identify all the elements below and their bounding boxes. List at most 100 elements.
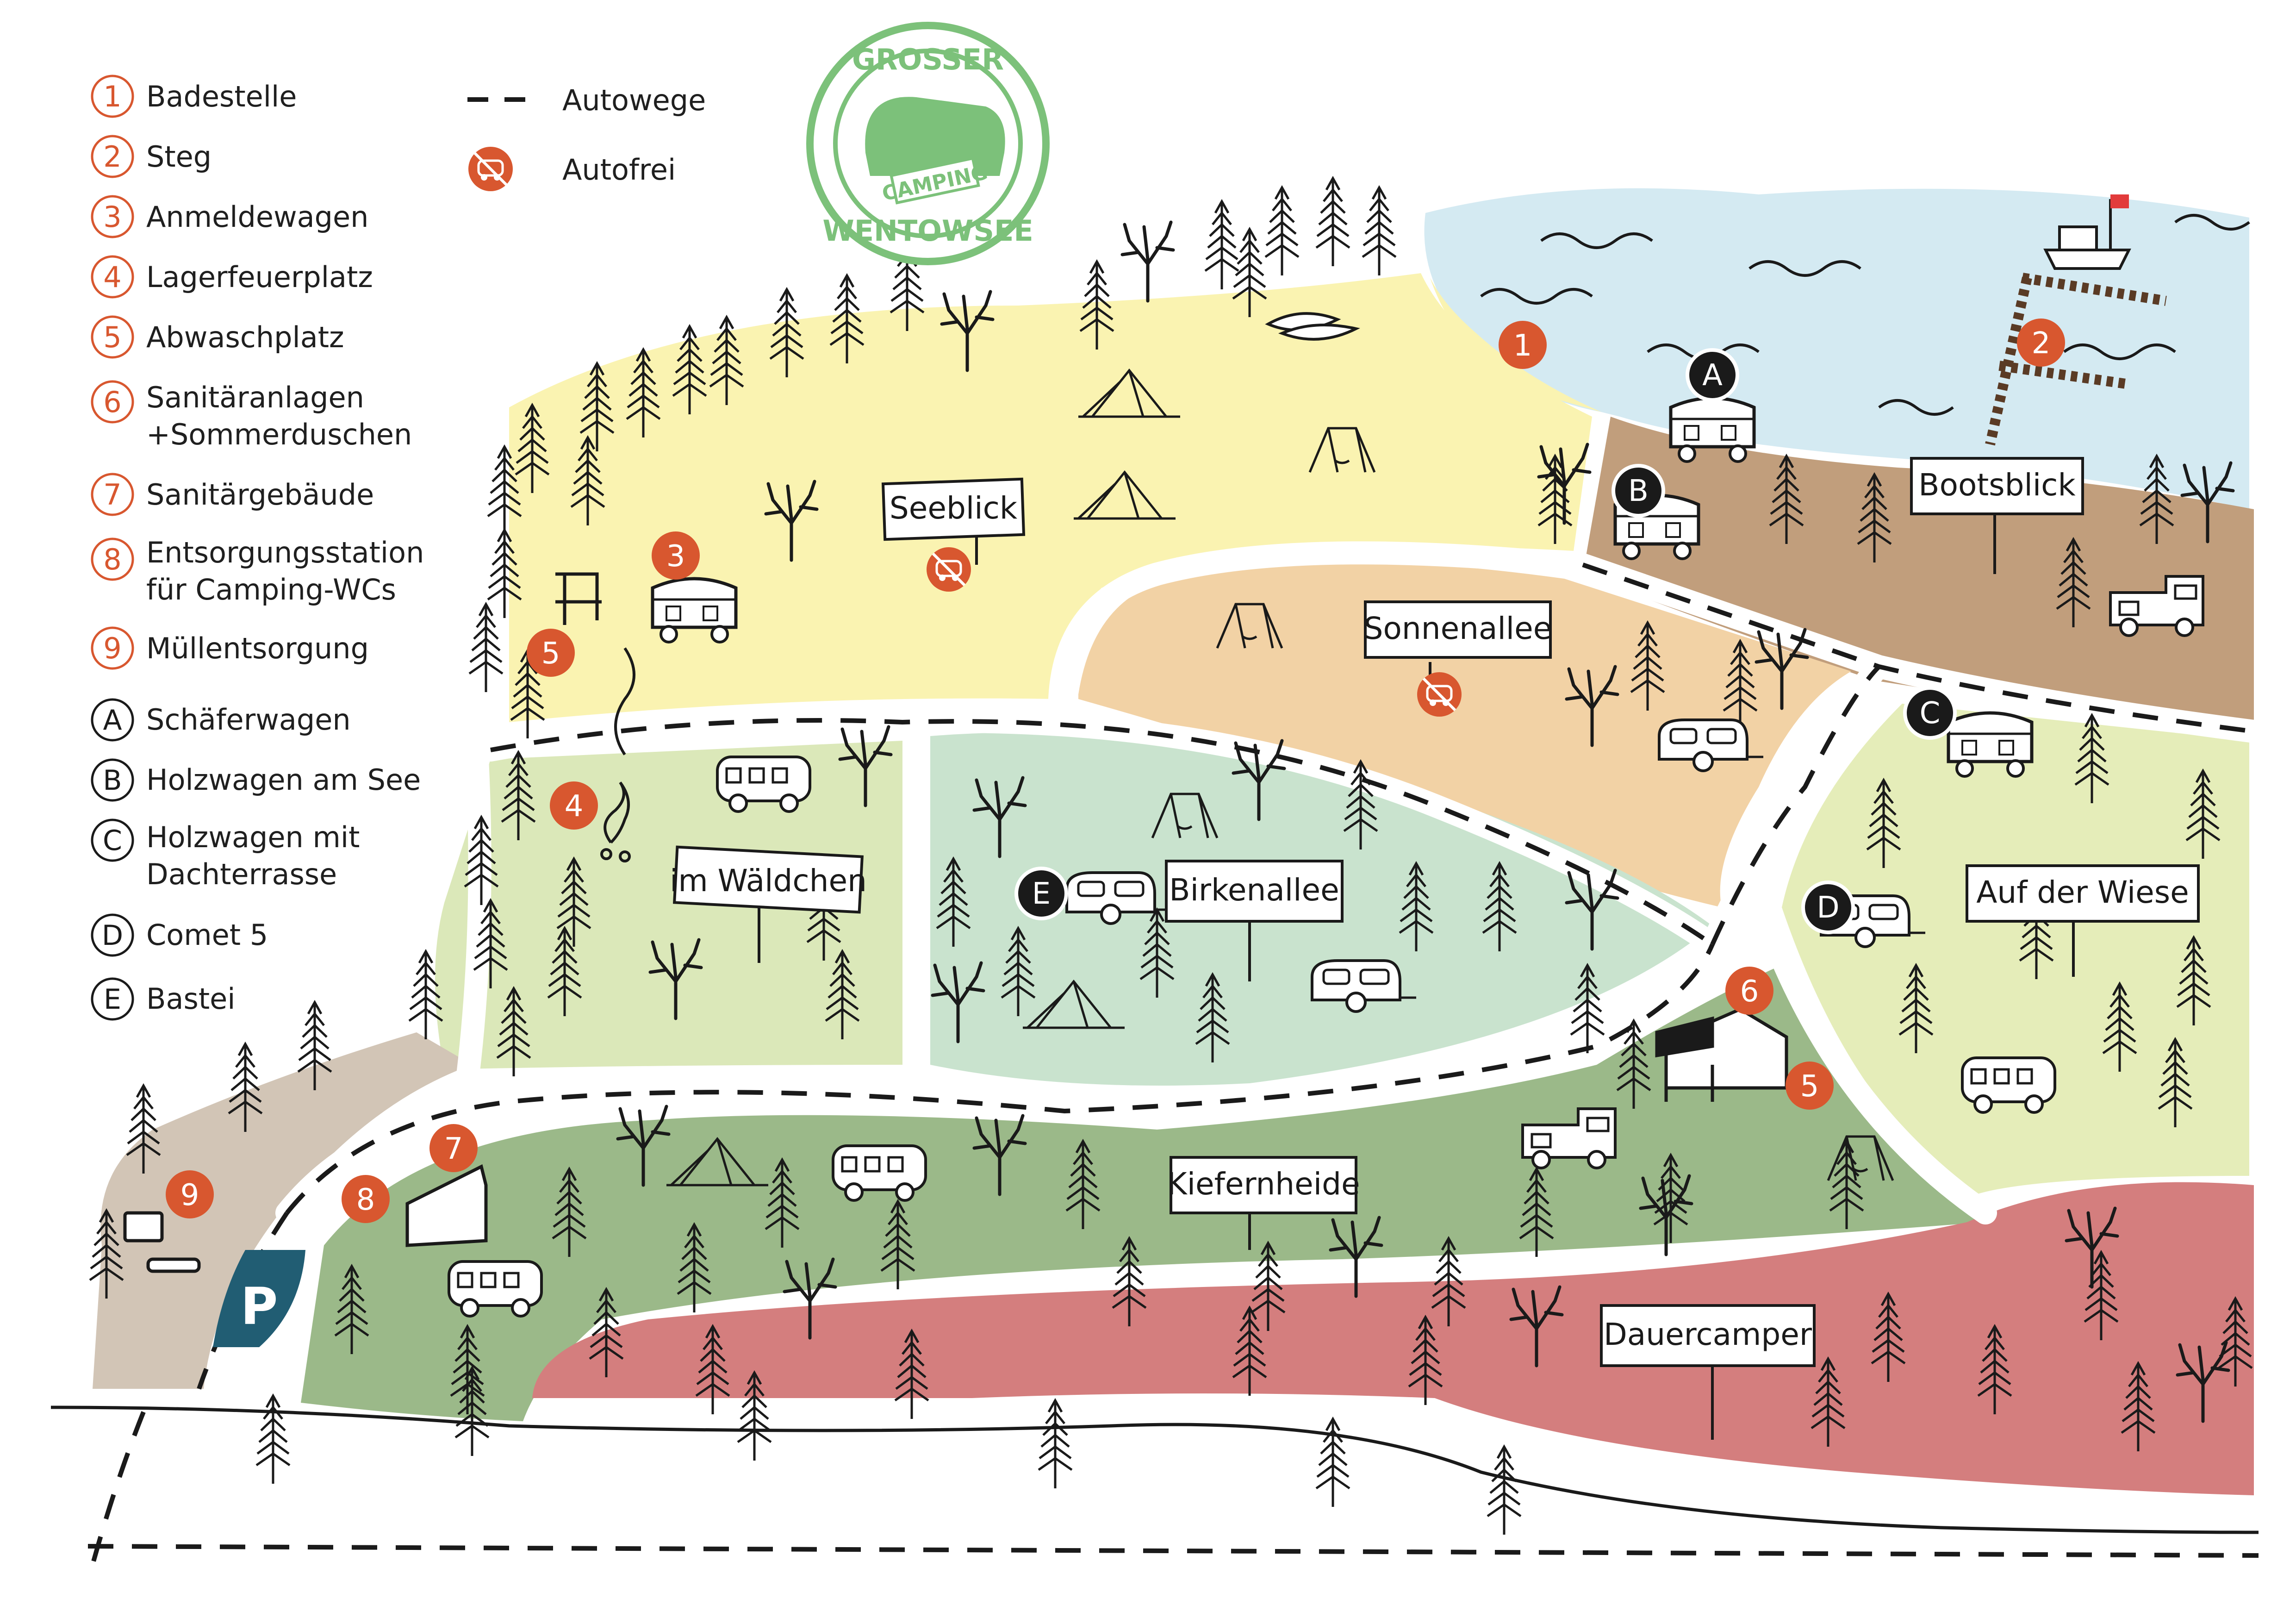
sign-kiefernheide: Kiefernheide bbox=[1167, 1156, 1360, 1250]
svg-text:Holzwagen mit: Holzwagen mit bbox=[146, 820, 360, 854]
svg-text:8: 8 bbox=[356, 1183, 375, 1217]
legend-item-4: 4 Lagerfeuerplatz bbox=[91, 255, 373, 299]
area-kiefernheide bbox=[301, 963, 1985, 1421]
area-im-waeldchen bbox=[435, 741, 902, 1069]
svg-text:Sanitärgebäude: Sanitärgebäude bbox=[146, 478, 374, 512]
svg-text:Holzwagen am See: Holzwagen am See bbox=[146, 763, 421, 797]
sign-im-waeldchen: im Wäldchen bbox=[670, 845, 867, 963]
svg-text:9: 9 bbox=[180, 1178, 199, 1212]
svg-text:E: E bbox=[1032, 877, 1051, 911]
svg-text:5: 5 bbox=[103, 320, 121, 354]
marker-A: A bbox=[1686, 348, 1739, 402]
svg-text:4: 4 bbox=[565, 789, 584, 824]
marker-E: E bbox=[1014, 867, 1068, 920]
sanitary-building-icon bbox=[1655, 1007, 1788, 1102]
svg-text:Birkenallee: Birkenallee bbox=[1169, 872, 1339, 908]
svg-text:Dachterrasse: Dachterrasse bbox=[146, 857, 337, 891]
svg-text:Müllentsorgung: Müllentsorgung bbox=[146, 631, 369, 665]
svg-text:GROSSER: GROSSER bbox=[852, 43, 1004, 76]
legend-item-6: 6 Sanitäranlagen +Sommerduschen bbox=[91, 380, 412, 451]
svg-text:4: 4 bbox=[103, 260, 121, 294]
legend-carfree: Autofrei bbox=[468, 147, 676, 191]
svg-text:Badestelle: Badestelle bbox=[146, 80, 297, 113]
svg-text:Abwaschplatz: Abwaschplatz bbox=[146, 320, 344, 354]
sign-auf-der-wiese: Auf der Wiese bbox=[1966, 864, 2200, 977]
svg-text:Comet 5: Comet 5 bbox=[146, 918, 268, 952]
svg-text:Auf der Wiese: Auf der Wiese bbox=[1976, 874, 2189, 910]
legend-item-2: 2 Steg bbox=[91, 135, 212, 178]
svg-text:5: 5 bbox=[1800, 1069, 1819, 1104]
svg-text:Autofrei: Autofrei bbox=[562, 153, 676, 187]
legend-item-8: 8 Entsorgungsstation für Camping-WCs bbox=[91, 536, 424, 606]
sign-seeblick: Seeblick bbox=[881, 477, 1026, 565]
svg-text:7: 7 bbox=[103, 478, 121, 512]
parking-label: P bbox=[241, 1277, 278, 1336]
legend-item-C: C Holzwagen mit Dachterrasse bbox=[91, 818, 360, 891]
marker-4: 4 bbox=[550, 781, 598, 830]
svg-text:E: E bbox=[104, 983, 121, 1016]
marker-3: 3 bbox=[652, 531, 700, 580]
legend: 1 Badestelle 2 Steg 3 Anmeldewagen 4 Lag… bbox=[91, 75, 706, 1021]
svg-text:Bootsblick: Bootsblick bbox=[1918, 467, 2076, 503]
area-seeblick bbox=[509, 273, 1592, 722]
legend-item-3: 3 Anmeldewagen bbox=[91, 195, 368, 238]
sign-sonnenallee: Sonnenallee bbox=[1364, 600, 1552, 704]
svg-text:3: 3 bbox=[666, 539, 685, 574]
carfree-marker-seeblick bbox=[927, 547, 971, 592]
svg-text:A: A bbox=[1702, 358, 1723, 393]
marker-1: 1 bbox=[1499, 321, 1547, 369]
svg-text:Sanitäranlagen: Sanitäranlagen bbox=[146, 381, 364, 414]
svg-text:C: C bbox=[1920, 696, 1941, 731]
svg-text:5: 5 bbox=[541, 637, 560, 671]
marker-2: 2 bbox=[2017, 319, 2065, 367]
legend-item-A: A Schäferwagen bbox=[91, 698, 351, 742]
svg-text:1: 1 bbox=[103, 80, 121, 113]
sanitary-building-7-icon bbox=[405, 1164, 488, 1247]
svg-text:Schäferwagen: Schäferwagen bbox=[146, 703, 351, 737]
svg-text:1: 1 bbox=[1513, 329, 1532, 363]
legend-item-B: B Holzwagen am See bbox=[91, 758, 421, 802]
marker-B: B bbox=[1612, 464, 1665, 518]
svg-text:9: 9 bbox=[103, 631, 121, 665]
carfree-marker-sonnenallee bbox=[1417, 672, 1462, 717]
svg-text:B: B bbox=[1628, 474, 1649, 508]
legend-item-5: 5 Abwaschplatz bbox=[91, 315, 344, 359]
svg-text:Lagerfeuerplatz: Lagerfeuerplatz bbox=[146, 260, 373, 294]
svg-text:7: 7 bbox=[444, 1132, 463, 1166]
svg-text:D: D bbox=[1817, 891, 1839, 925]
legend-item-9: 9 Müllentsorgung bbox=[91, 626, 369, 670]
marker-8: 8 bbox=[342, 1175, 390, 1223]
svg-text:Autowege: Autowege bbox=[562, 83, 706, 117]
svg-text:im Wäldchen: im Wäldchen bbox=[670, 863, 867, 899]
jetty-icon bbox=[1985, 273, 2167, 446]
marker-6: 6 bbox=[1725, 967, 1773, 1015]
legend-item-7: 7 Sanitärgebäude bbox=[91, 473, 374, 516]
svg-text:für Camping-WCs: für Camping-WCs bbox=[146, 573, 396, 606]
svg-text:A: A bbox=[103, 704, 122, 737]
sign-birkenallee: Birkenallee bbox=[1165, 860, 1344, 981]
svg-text:3: 3 bbox=[103, 200, 121, 234]
marker-7: 7 bbox=[429, 1124, 478, 1172]
area-dauercamper bbox=[532, 1182, 2254, 1495]
main-road bbox=[50, 1405, 2259, 1534]
svg-text:8: 8 bbox=[103, 543, 121, 576]
svg-text:B: B bbox=[103, 764, 122, 797]
legend-item-1: 1 Badestelle bbox=[91, 75, 297, 118]
svg-text:Sonnenallee: Sonnenallee bbox=[1364, 611, 1552, 646]
marker-D: D bbox=[1801, 881, 1855, 934]
svg-text:Seeblick: Seeblick bbox=[890, 490, 1018, 526]
svg-text:6: 6 bbox=[103, 385, 121, 419]
canoe-icon bbox=[1265, 312, 1360, 341]
svg-text:Dauercamper: Dauercamper bbox=[1604, 1317, 1812, 1352]
svg-text:Anmeldewagen: Anmeldewagen bbox=[146, 200, 368, 234]
area-entsorgung bbox=[93, 1032, 472, 1389]
marker-5-kiefernheide: 5 bbox=[1786, 1062, 1834, 1110]
legend-item-D: D Comet 5 bbox=[91, 913, 268, 957]
svg-text:Steg: Steg bbox=[146, 140, 212, 174]
svg-text:D: D bbox=[102, 919, 123, 952]
legend-item-E: E Bastei bbox=[91, 977, 236, 1021]
logo-grosser-wentowsee: GROSSER CAMPING WENTOWSEE bbox=[806, 22, 1050, 265]
area-auf-der-wiese bbox=[1782, 704, 2249, 1194]
area-bootsblick bbox=[1583, 417, 2254, 736]
